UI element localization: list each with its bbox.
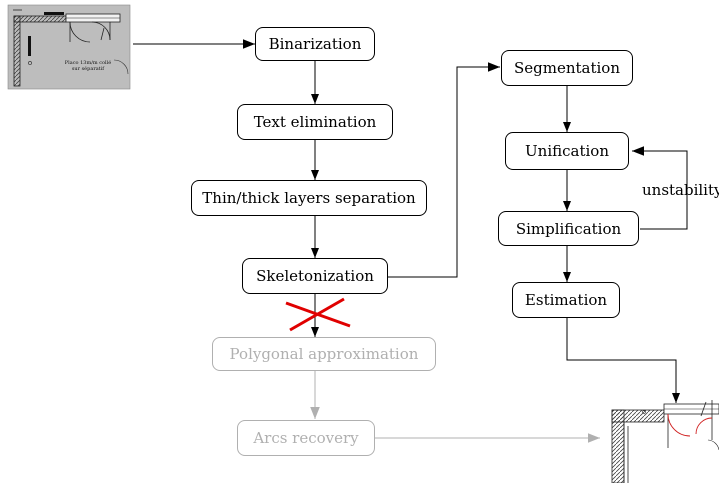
disabled-cross bbox=[285, 297, 351, 332]
estimation-node: Estimation bbox=[512, 282, 620, 318]
estimation-label: Estimation bbox=[524, 291, 608, 309]
output-plan-vector bbox=[611, 400, 719, 483]
skeletonization-label: Skeletonization bbox=[256, 267, 374, 285]
layer-separation-label: Thin/thick layers separation bbox=[202, 189, 416, 207]
arcs-recovery-node: Arcs recovery bbox=[237, 420, 375, 456]
text-elimination-node: Text elimination bbox=[237, 104, 393, 140]
polygonal-approximation-node: Polygonal approximation bbox=[212, 337, 436, 371]
simplification-label: Simplification bbox=[515, 219, 622, 238]
skeletonization-node: Skeletonization bbox=[242, 258, 388, 294]
thumbnail-note-line-1: Placo 13m/m collé bbox=[64, 60, 112, 66]
segmentation-label: Segmentation bbox=[513, 59, 620, 77]
input-plan-thumbnail bbox=[7, 4, 131, 90]
binarization-label: Binarization bbox=[268, 35, 362, 53]
simplification-node: Simplification bbox=[498, 211, 639, 246]
layer-separation-node: Thin/thick layers separation bbox=[191, 180, 427, 216]
unification-label: Unification bbox=[525, 142, 609, 160]
binarization-node: Binarization bbox=[255, 27, 375, 61]
unification-node: Unification bbox=[505, 132, 629, 170]
text-elimination-label: Text elimination bbox=[253, 113, 377, 131]
segmentation-node: Segmentation bbox=[501, 50, 633, 86]
thumbnail-note-line-2: sur séparatif bbox=[71, 66, 105, 72]
arcs-recovery-label: Arcs recovery bbox=[253, 429, 359, 447]
thumbnail-note: Placo 13m/m collé sur séparatif bbox=[56, 60, 120, 72]
polygonal-approximation-label: Polygonal approximation bbox=[229, 345, 419, 363]
unstability-label: unstability bbox=[642, 181, 719, 199]
